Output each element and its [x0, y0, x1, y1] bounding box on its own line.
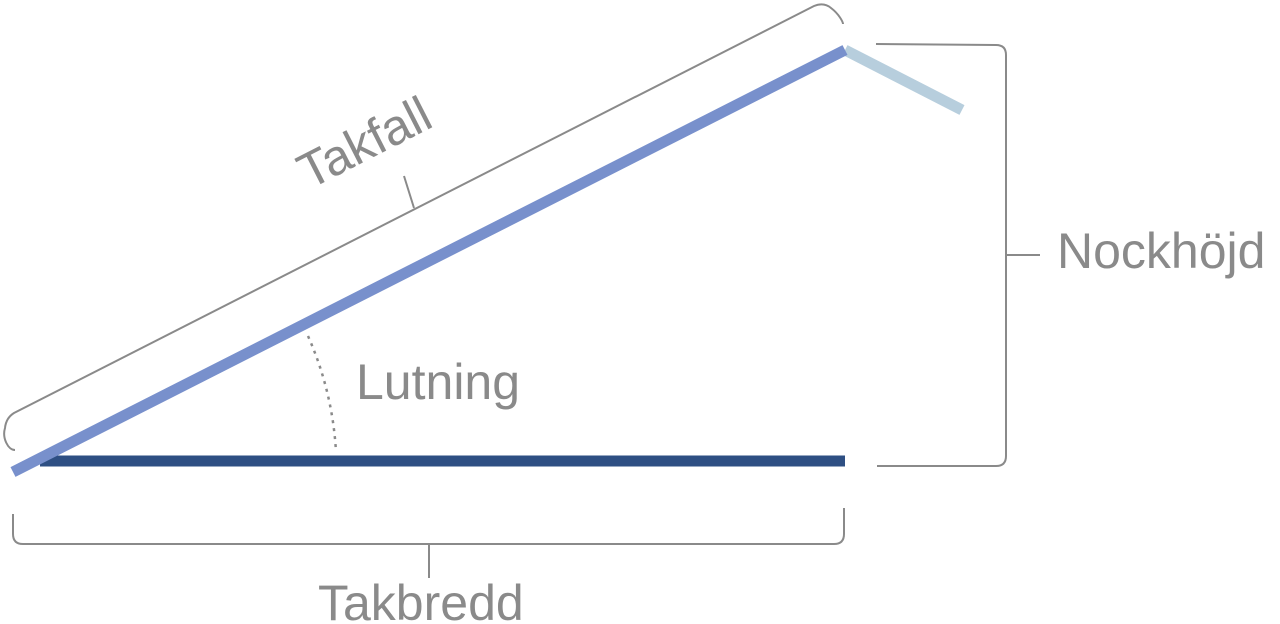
roof-other-side [842, 45, 965, 115]
takbredd-bracket [12, 508, 845, 545]
roof-slope-line [10, 45, 848, 477]
takbredd-label: Takbredd [318, 575, 524, 624]
nockhojd-bracket [875, 43, 1007, 467]
takfall-bracket-tick [403, 175, 415, 209]
takfall-label: Takfall [289, 86, 441, 200]
lutning-angle-arc [306, 335, 338, 453]
nockhojd-label: Nockhöjd [1057, 223, 1265, 279]
takfall-bracket [3, 3, 844, 451]
lutning-label: Lutning [356, 354, 520, 410]
